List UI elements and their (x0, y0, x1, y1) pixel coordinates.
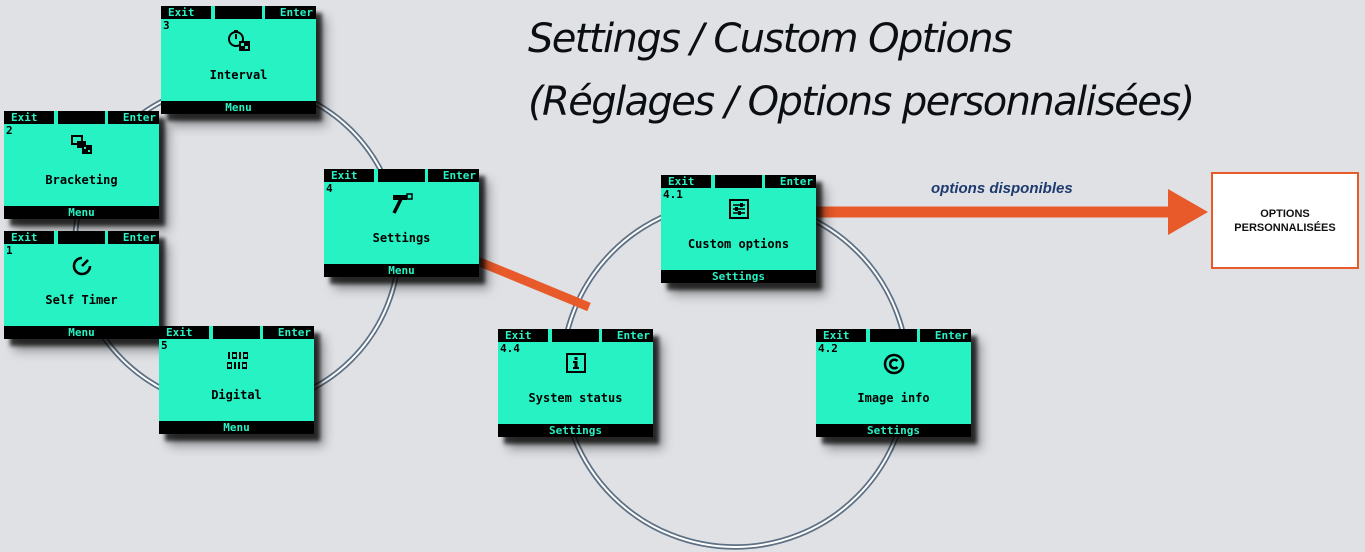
softkey-bar: Exit Enter (816, 329, 971, 343)
screen-interval[interactable]: Exit Enter 3 Interval Menu (161, 6, 316, 114)
enter-softkey[interactable]: Enter (920, 329, 971, 342)
softkey-bar: Exit Enter (661, 175, 816, 189)
copyright-icon (816, 353, 971, 380)
blank-softkey (213, 326, 260, 339)
custom-options-destination-box[interactable]: OPTIONS PERSONNALISÉES (1211, 172, 1359, 269)
screen-label: Custom options (687, 237, 790, 251)
screen-digital[interactable]: Exit Enter 5 Digital Menu (159, 326, 314, 434)
blank-softkey (58, 111, 105, 124)
softkey-bar: Exit Enter (324, 169, 479, 183)
blank-softkey (715, 175, 762, 188)
screen-label: System status (528, 391, 623, 405)
screen-label: Settings (372, 231, 431, 245)
menu-number: 3 (163, 19, 170, 32)
exit-softkey[interactable]: Exit (4, 111, 54, 124)
screen-settings[interactable]: Exit Enter 4 Settings Menu (324, 169, 479, 277)
screen-self-timer[interactable]: Exit Enter 1 Self Timer Menu (4, 231, 159, 339)
screen-custom-options[interactable]: Exit Enter 4.1 Custom options Settings (661, 175, 816, 283)
menu-number: 1 (6, 244, 13, 257)
menu-number: 4.4 (500, 342, 520, 355)
screen-system-status[interactable]: Exit Enter 4.4 System status Settings (498, 329, 653, 437)
enter-softkey[interactable]: Enter (428, 169, 479, 182)
screen-footer: Settings (661, 270, 816, 283)
exit-softkey[interactable]: Exit (159, 326, 209, 339)
options-arrow-head (1168, 189, 1208, 235)
screen-footer: Menu (4, 206, 159, 219)
screen-label: Self Timer (45, 293, 118, 307)
screen-footer: Menu (4, 326, 159, 339)
screen-label: Digital (211, 388, 262, 402)
screen-footer: Menu (159, 421, 314, 434)
arrow-caption: options disponibles (931, 180, 1073, 197)
interval-timer-icon (161, 30, 316, 57)
blank-softkey (870, 329, 917, 342)
settings-to-submenu-connector (468, 253, 591, 312)
screen-label: Bracketing (45, 173, 118, 187)
destination-label: OPTIONS PERSONNALISÉES (1234, 207, 1336, 234)
page-title: Settings / Custom Options (528, 16, 1013, 62)
softkey-bar: Exit Enter (159, 326, 314, 340)
self-timer-icon (4, 255, 159, 282)
blank-softkey (378, 169, 425, 182)
bracketing-icon (4, 135, 159, 160)
softkey-bar: Exit Enter (498, 329, 653, 343)
blank-softkey (58, 231, 105, 244)
hammer-icon (324, 193, 479, 220)
screen-footer: Settings (498, 424, 653, 437)
page-subtitle: (Réglages / Options personnalisées) (528, 79, 1195, 125)
screen-label: Image info (857, 391, 930, 405)
menu-number: 4.1 (663, 188, 683, 201)
screen-footer: Menu (324, 264, 479, 277)
screen-label: Interval (209, 68, 268, 82)
screen-bracketing[interactable]: Exit Enter 2 Bracketing Menu (4, 111, 159, 219)
blank-softkey (215, 6, 262, 19)
exit-softkey[interactable]: Exit (661, 175, 711, 188)
menu-number: 4 (326, 182, 333, 195)
info-icon (498, 353, 653, 378)
enter-softkey[interactable]: Enter (602, 329, 653, 342)
exit-softkey[interactable]: Exit (498, 329, 548, 342)
exit-softkey[interactable]: Exit (324, 169, 374, 182)
softkey-bar: Exit Enter (4, 111, 159, 125)
exit-softkey[interactable]: Exit (161, 6, 211, 19)
enter-softkey[interactable]: Enter (108, 231, 159, 244)
exit-softkey[interactable]: Exit (816, 329, 866, 342)
binary-icon (159, 350, 314, 377)
screen-footer: Settings (816, 424, 971, 437)
sliders-icon (661, 199, 816, 224)
blank-softkey (552, 329, 599, 342)
enter-softkey[interactable]: Enter (263, 326, 314, 339)
exit-softkey[interactable]: Exit (4, 231, 54, 244)
screen-footer: Menu (161, 101, 316, 114)
enter-softkey[interactable]: Enter (108, 111, 159, 124)
menu-number: 4.2 (818, 342, 838, 355)
enter-softkey[interactable]: Enter (765, 175, 816, 188)
menu-number: 5 (161, 339, 168, 352)
softkey-bar: Exit Enter (4, 231, 159, 245)
enter-softkey[interactable]: Enter (265, 6, 316, 19)
screen-image-info[interactable]: Exit Enter 4.2 Image info Settings (816, 329, 971, 437)
menu-number: 2 (6, 124, 13, 137)
softkey-bar: Exit Enter (161, 6, 316, 20)
